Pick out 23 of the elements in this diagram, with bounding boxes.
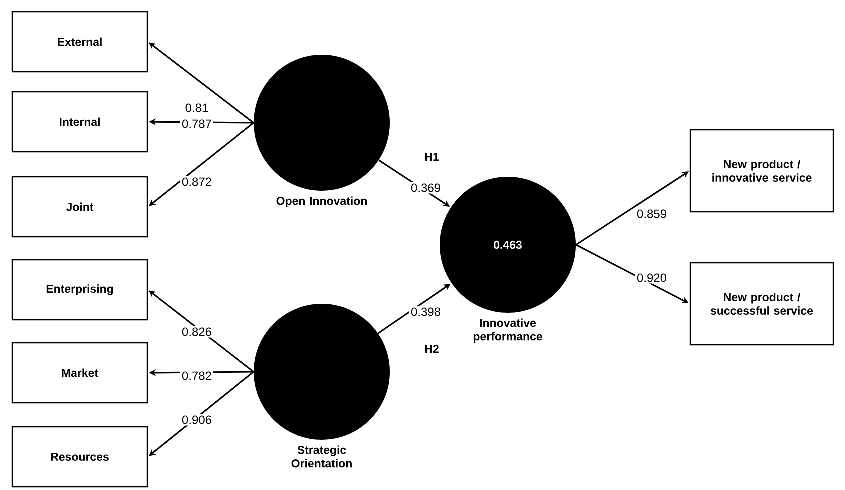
hypothesis-label: H1 <box>425 153 440 161</box>
edge-label: 0.859 <box>636 208 669 220</box>
edge-label: 0.872 <box>180 176 214 188</box>
node-label: Innovative performance <box>474 318 542 343</box>
edge-label: 0.906 <box>180 414 214 426</box>
edge-label: 0.920 <box>636 272 669 284</box>
indicator-box: Joint <box>12 176 148 238</box>
edge-label: 0.369 <box>410 182 443 194</box>
indicator-box: Enterprising <box>12 259 148 321</box>
edge-label: 0.826 <box>180 326 214 338</box>
indicator-box: Internal <box>12 91 148 153</box>
hypothesis-label: H2 <box>425 344 439 354</box>
node-label: Strategic Orientation <box>292 446 352 468</box>
indicator-box: External <box>12 11 148 73</box>
edge-label: 0.81 <box>184 102 210 114</box>
node-label: Open Innovation <box>276 196 367 208</box>
edge-label: 0.782 <box>180 370 214 382</box>
edge-label: 0.398 <box>410 306 443 318</box>
indicator-box: Resources <box>12 426 148 488</box>
edge-label: 0.787 <box>180 118 214 130</box>
indicator-box: New product / innovative service <box>690 129 834 213</box>
indicator-box: New product / successful service <box>690 262 834 346</box>
indicator-box: Market <box>12 342 148 404</box>
